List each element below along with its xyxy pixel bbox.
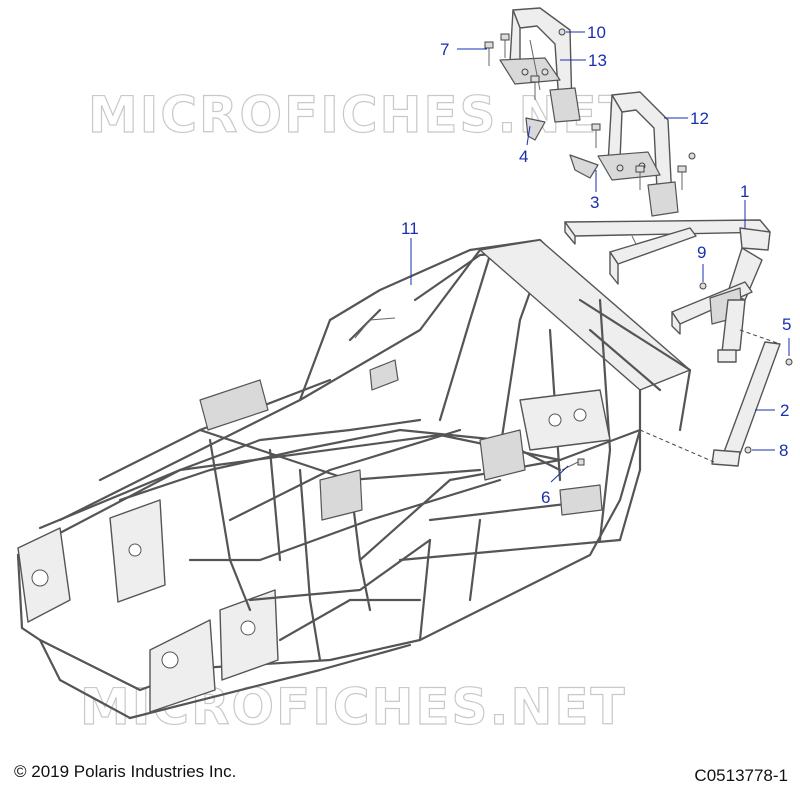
svg-text:7: 7 <box>440 40 449 59</box>
svg-text:2: 2 <box>780 401 789 420</box>
rear-brace <box>639 329 781 467</box>
callout-7: 7 <box>440 40 487 59</box>
callout-13: 13 <box>560 51 607 70</box>
grab-handle-upper <box>499 7 581 123</box>
svg-text:3: 3 <box>590 193 599 212</box>
diagram-code: C0513778-1 <box>694 766 788 785</box>
callout-9: 9 <box>697 243 706 282</box>
watermark-top: MICROFICHES.NET <box>88 86 635 144</box>
callout-12: 12 <box>664 109 709 128</box>
svg-text:5: 5 <box>782 315 791 334</box>
bracket-set <box>525 117 599 179</box>
svg-text:13: 13 <box>588 51 607 70</box>
svg-text:12: 12 <box>690 109 709 128</box>
svg-text:4: 4 <box>519 147 528 166</box>
svg-text:9: 9 <box>697 243 706 262</box>
callout-4: 4 <box>519 125 531 166</box>
svg-text:11: 11 <box>401 219 419 238</box>
callout-5: 5 <box>782 315 791 356</box>
svg-text:1: 1 <box>740 182 749 201</box>
callout-6: 6 <box>541 465 569 507</box>
callout-8: 8 <box>752 441 788 460</box>
bolt-set <box>484 28 793 471</box>
callout-1: 1 <box>740 182 749 228</box>
main-frame <box>16 238 692 720</box>
copyright-notice: © 2019 Polaris Industries Inc. <box>14 762 237 781</box>
rear-subframe <box>564 219 771 363</box>
callout-3: 3 <box>590 170 599 212</box>
callout-11: 11 <box>401 219 419 285</box>
svg-text:10: 10 <box>587 23 606 42</box>
svg-text:6: 6 <box>541 488 550 507</box>
callout-10: 10 <box>566 23 606 42</box>
callout-2: 2 <box>755 401 789 420</box>
svg-text:8: 8 <box>779 441 788 460</box>
grab-handle-lower <box>597 91 679 217</box>
